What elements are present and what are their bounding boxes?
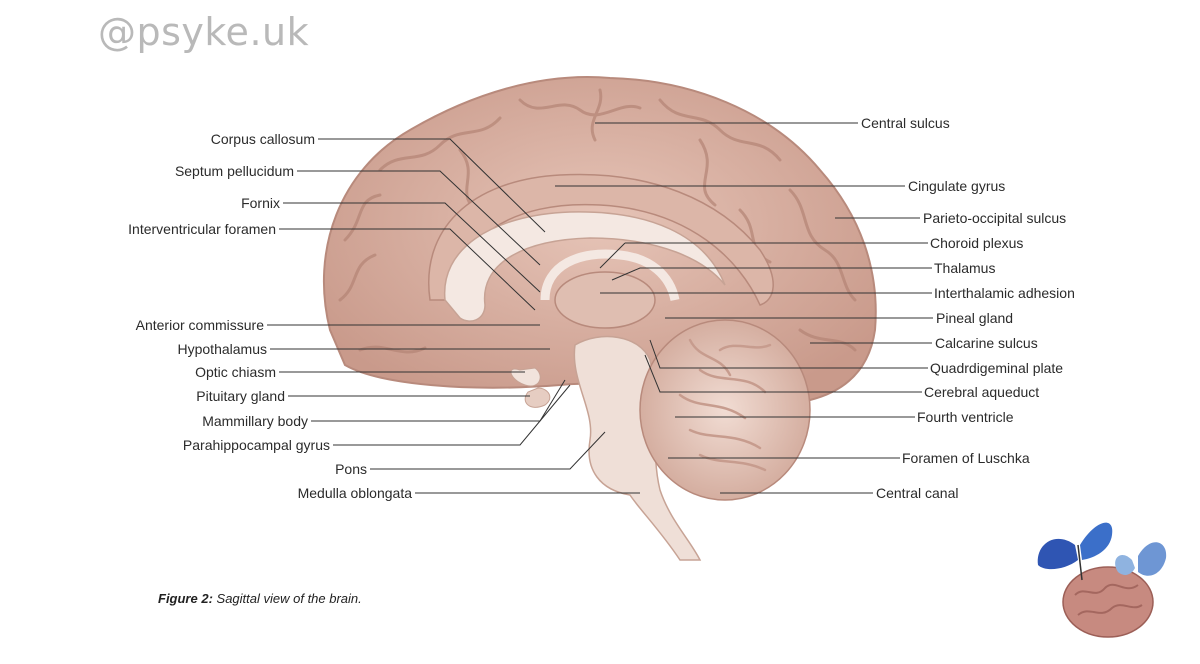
label-central-canal: Central canal [876, 485, 959, 501]
label-parieto-occipital-sulcus: Parieto-occipital sulcus [923, 210, 1066, 226]
right-labels: Central sulcus Cingulate gyrus Parieto-o… [861, 115, 1075, 501]
pituitary-gland [524, 387, 551, 408]
figure-caption: Figure 2: Sagittal view of the brain. [158, 591, 362, 606]
watermark-text: @psyke.uk [98, 10, 310, 54]
logo-brain-icon [1062, 566, 1154, 638]
cingulate-gyrus [428, 173, 774, 306]
corpus-callosum [444, 211, 726, 322]
label-medulla-oblongata: Medulla oblongata [298, 485, 413, 501]
label-mammillary-body: Mammillary body [202, 413, 308, 429]
label-interventricular-foramen: Interventricular foramen [128, 221, 276, 237]
label-septum-pellucidum: Septum pellucidum [175, 163, 294, 179]
label-corpus-callosum: Corpus callosum [211, 131, 315, 147]
brain-butterfly-logo [1037, 522, 1167, 638]
label-quadrigeminal-plate: Quadrdigeminal plate [930, 360, 1063, 376]
label-pituitary-gland: Pituitary gland [196, 388, 285, 404]
left-labels: Corpus callosum Septum pellucidum Fornix… [128, 131, 412, 501]
label-choroid-plexus: Choroid plexus [930, 235, 1023, 251]
label-foramen-of-luschka: Foramen of Luschka [902, 450, 1030, 466]
brainstem [573, 335, 702, 561]
label-anterior-commissure: Anterior commissure [136, 317, 265, 333]
label-central-sulcus: Central sulcus [861, 115, 950, 131]
label-parahippocampal-gyrus: Parahippocampal gyrus [183, 437, 330, 453]
thalamus [554, 271, 656, 329]
right-leader-lines [555, 122, 933, 494]
label-calcarine-sulcus: Calcarine sulcus [935, 335, 1038, 351]
label-cerebral-aqueduct: Cerebral aqueduct [924, 384, 1039, 400]
label-hypothalamus: Hypothalamus [178, 341, 268, 357]
label-pons: Pons [335, 461, 367, 477]
label-fornix: Fornix [241, 195, 280, 211]
cerebellum [639, 319, 811, 501]
label-cingulate-gyrus: Cingulate gyrus [908, 178, 1005, 194]
logo-butterfly-large-icon [1037, 522, 1113, 581]
figure-caption-text: Sagittal view of the brain. [212, 591, 362, 606]
arbor-vitae [678, 338, 772, 472]
label-pineal-gland: Pineal gland [936, 310, 1013, 326]
fornix [540, 249, 680, 302]
figure-caption-prefix: Figure 2: [158, 591, 213, 606]
label-thalamus: Thalamus [934, 260, 995, 276]
left-leader-lines [267, 138, 640, 494]
label-interthalamic-adhesion: Interthalamic adhesion [934, 285, 1075, 301]
logo-butterfly-small-icon [1115, 542, 1167, 576]
label-fourth-ventricle: Fourth ventricle [917, 409, 1014, 425]
label-optic-chiasm: Optic chiasm [195, 364, 276, 380]
